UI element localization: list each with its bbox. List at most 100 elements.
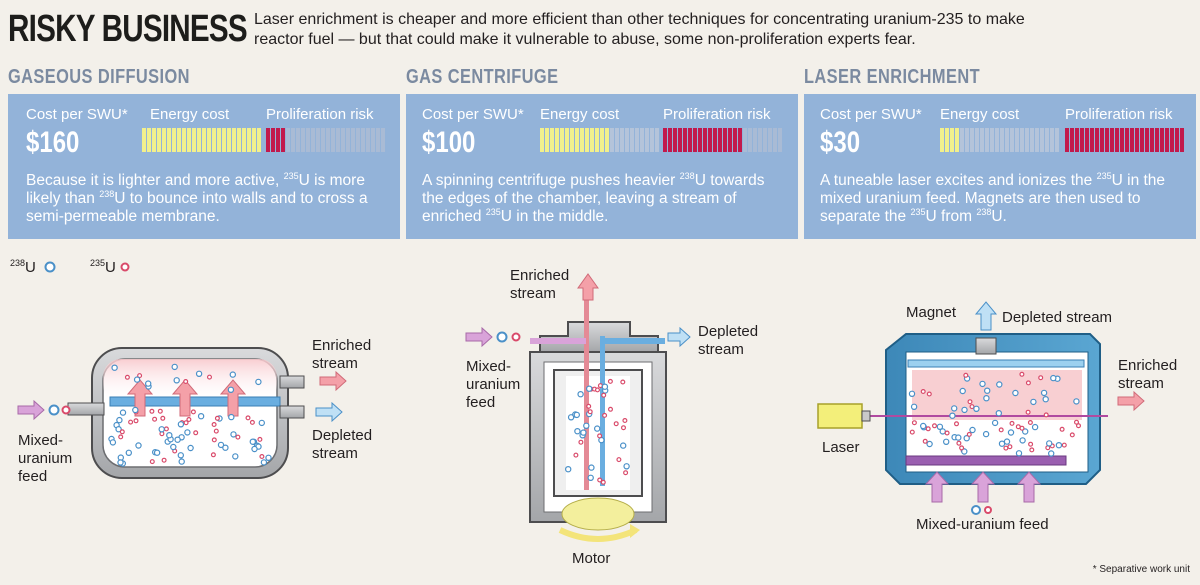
level-segment [950, 128, 954, 152]
panel-description: Because it is lighter and more active, 2… [26, 170, 368, 225]
u238-particle [963, 435, 970, 442]
u235-particle [953, 421, 959, 427]
level-segment [286, 128, 290, 152]
level-segment [580, 128, 584, 152]
u238-particle [567, 414, 575, 421]
u235-particle [160, 415, 166, 421]
u235-particle [1019, 425, 1025, 431]
level-segment [945, 128, 949, 152]
info-panel-laser: Cost per SWU* Energy cost Proliferation … [804, 94, 1196, 239]
u235-particle [210, 452, 216, 458]
level-segment [1065, 128, 1069, 152]
level-segment [212, 128, 216, 152]
u235-particle [161, 457, 167, 463]
u235-particle [157, 408, 163, 414]
u238-particle [588, 464, 595, 471]
level-segment [758, 128, 762, 152]
u238-particle [119, 409, 127, 416]
u238-particle [170, 443, 177, 451]
level-segment [708, 128, 712, 152]
level-segment [301, 128, 305, 152]
level-segment [232, 128, 236, 152]
risk-bar [1065, 128, 1184, 152]
u238-particle [116, 416, 123, 424]
level-segment [980, 128, 984, 152]
u235-particle [601, 392, 607, 398]
level-segment [585, 128, 589, 152]
level-segment [940, 128, 944, 152]
centrifuge-diagram [465, 273, 691, 542]
cost-value: $160 [26, 126, 80, 159]
u238-particle [115, 426, 122, 433]
level-segment [197, 128, 201, 152]
level-segment [605, 128, 609, 152]
diffusion-feed-label: Mixed- uranium feed [18, 432, 73, 485]
laser-magnet-label: Magnet [906, 304, 957, 321]
level-segment [723, 128, 727, 152]
level-segment [590, 128, 594, 152]
level-segment [995, 128, 999, 152]
level-segment [1130, 128, 1134, 152]
level-segment [381, 128, 385, 152]
u235-particle [1038, 375, 1044, 381]
u238-particle [1073, 398, 1080, 405]
u238-particle [171, 363, 178, 371]
level-segment [763, 128, 767, 152]
level-segment [748, 128, 752, 152]
u238-legend-icon [44, 261, 56, 273]
u238-particle [260, 459, 268, 466]
level-segment [960, 128, 964, 152]
u235-particle [616, 457, 622, 463]
level-segment [202, 128, 206, 152]
u238-particle [936, 423, 944, 430]
cost-value: $100 [422, 126, 476, 159]
u235-particle [998, 427, 1004, 433]
level-segment [975, 128, 979, 152]
u238-particle [991, 419, 999, 427]
level-segment [630, 128, 634, 152]
u235-particle [183, 379, 189, 385]
level-segment [222, 128, 226, 152]
u235-particle [137, 373, 143, 379]
level-segment [296, 128, 300, 152]
u235-particle [190, 409, 196, 415]
laser-laser-label: Laser [822, 439, 860, 456]
level-segment [1000, 128, 1004, 152]
u235-particle [149, 408, 155, 414]
u235-particle [920, 389, 926, 395]
level-segment [366, 128, 370, 152]
u238-particle [969, 426, 976, 434]
u235-particle [213, 428, 219, 434]
level-segment [142, 128, 146, 152]
u238-particle [910, 403, 918, 410]
u235-particle [1075, 423, 1081, 429]
centrifuge-enriched-label: Enriched stream [510, 267, 570, 302]
level-segment [336, 128, 340, 152]
u238-particle [258, 419, 265, 427]
level-segment [698, 128, 702, 152]
u235-particle [119, 429, 125, 435]
legend-u235-label: 235U [90, 258, 116, 277]
u238-particle [583, 422, 590, 429]
u235-particle [214, 415, 220, 421]
u238-particle [1055, 442, 1063, 449]
u238-particle [973, 405, 980, 412]
level-segment [668, 128, 672, 152]
u235-particle [186, 417, 192, 423]
panel-description: A spinning centrifuge pushes heavier 238… [422, 170, 765, 225]
u235-particle [211, 422, 217, 428]
u238-particle [117, 459, 124, 466]
level-segment [252, 128, 256, 152]
u235-particle [600, 479, 606, 485]
level-segment [1025, 128, 1029, 152]
cost-label: Cost per SWU* [422, 106, 524, 123]
u235-particle [1061, 442, 1067, 448]
u235-particle [925, 426, 931, 432]
level-segment [1150, 128, 1154, 152]
u235-legend-icon [120, 262, 130, 272]
level-segment [306, 128, 310, 152]
energy-label: Energy cost [150, 106, 230, 123]
level-segment [1110, 128, 1114, 152]
u238-particle [951, 405, 958, 412]
level-segment [645, 128, 649, 152]
